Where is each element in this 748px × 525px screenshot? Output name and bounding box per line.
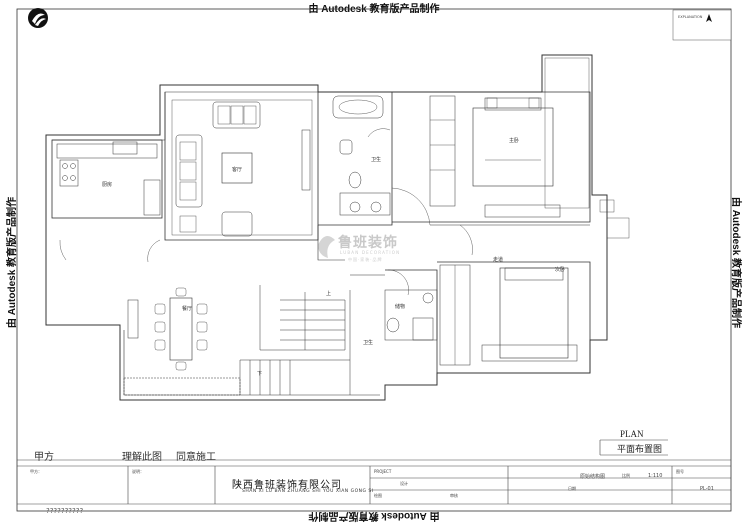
drawn-label: 绘图 bbox=[374, 493, 382, 498]
room-label-stairs-up: 上 bbox=[326, 291, 332, 297]
luban-logo-text: 鲁班装饰 bbox=[338, 235, 398, 251]
company-name: 陕西鲁班装饰有限公司 bbox=[232, 480, 342, 491]
drawing-no-label: 图号 bbox=[676, 469, 684, 474]
design-label: 设计 bbox=[400, 481, 408, 486]
party-a-small: 甲方： bbox=[30, 469, 42, 474]
sheet-frame bbox=[16, 8, 732, 512]
luban-logo-en: LUBAN DECORATION bbox=[340, 250, 401, 255]
room-label-storage: 储物 bbox=[395, 304, 406, 310]
company-name-en: SHAN XI LU BAN ZHUANG SHI YOU XIAN GONG … bbox=[242, 489, 374, 494]
luban-logo-icon bbox=[318, 236, 335, 258]
room-label-stairs-down: 下 bbox=[257, 371, 263, 377]
room-label-hallway: 走道 bbox=[493, 257, 504, 263]
date-label: 日期 bbox=[568, 486, 576, 491]
drawing-no: PL-01 bbox=[700, 486, 714, 492]
agree-label: 同意施工 bbox=[176, 452, 216, 463]
scale-label: 比例 bbox=[622, 473, 630, 478]
room-label-master-bedroom: 主卧 bbox=[509, 138, 520, 144]
room-label-kitchen: 厨房 bbox=[102, 182, 113, 188]
room-label-living: 客厅 bbox=[232, 167, 243, 173]
party-a-label: 甲方 bbox=[34, 452, 54, 463]
check-label: 审核 bbox=[450, 493, 458, 498]
drawing-name: 原始结构图 bbox=[580, 474, 606, 480]
project-label: PROJECT bbox=[374, 469, 392, 474]
room-label-bath2: 卫生 bbox=[363, 340, 374, 346]
svg-text:EXPLANATION: EXPLANATION bbox=[678, 15, 703, 19]
room-label-bath1: 卫生 bbox=[371, 157, 382, 163]
watermark-top: 由 Autodesk 教育版产品制作 bbox=[308, 4, 440, 15]
scale-value: 1:110 bbox=[648, 473, 663, 479]
north-arrow-icon: EXPLANATION bbox=[672, 9, 732, 41]
plan-title-en: PLAN bbox=[620, 429, 644, 439]
plan-title-cn: 平面布置图 bbox=[617, 444, 663, 454]
logo-icon bbox=[28, 8, 48, 28]
luban-logo-slogan: 中国·家装·品牌 bbox=[348, 257, 383, 262]
notes-header: 说明： bbox=[132, 469, 144, 474]
understood-label: 理解此图 bbox=[122, 452, 162, 463]
room-label-dining: 餐厅 bbox=[182, 306, 193, 312]
room-label-second-bedroom: 次卧 bbox=[555, 267, 566, 273]
footer-marks: ?????????? bbox=[46, 507, 84, 515]
